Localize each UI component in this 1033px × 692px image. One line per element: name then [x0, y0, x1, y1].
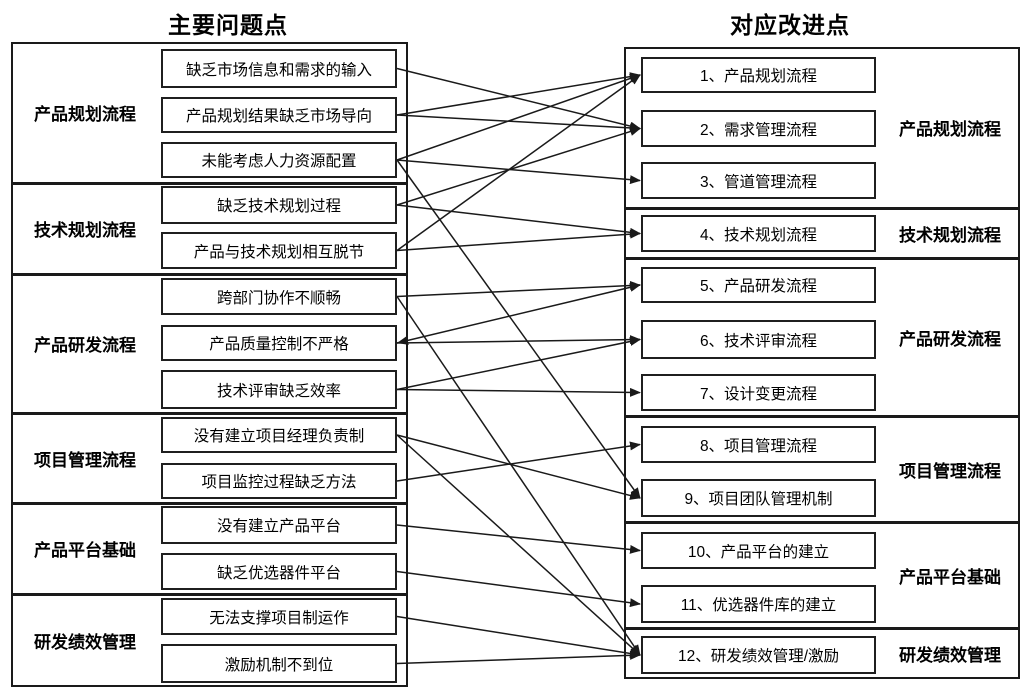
right-category-label: 技术规划流程 — [899, 225, 1001, 245]
problem-item-box: 缺乏优选器件平台 — [161, 553, 397, 590]
improvement-item-box: 4、技术规划流程 — [641, 215, 876, 252]
improvement-item-box: 11、优选器件库的建立 — [641, 585, 876, 623]
mapping-arrow — [396, 159, 641, 185]
mapping-arrow — [396, 296, 641, 656]
mapping-arrow — [396, 74, 641, 252]
left-section-divider — [11, 411, 408, 415]
improvement-item-box: 7、设计变更流程 — [641, 374, 876, 411]
improvement-item-box: 10、产品平台的建立 — [641, 532, 876, 569]
right-section-divider — [624, 206, 1020, 210]
mapping-arrow — [396, 280, 641, 298]
problem-item-box: 没有建立项目经理负责制 — [161, 417, 397, 453]
mapping-arrow — [396, 127, 641, 206]
mapping-arrow — [396, 229, 641, 252]
problem-item-box: 跨部门协作不顺畅 — [161, 278, 397, 315]
mapping-arrow — [396, 114, 641, 133]
problem-item-box: 产品规划结果缺乏市场导向 — [161, 97, 397, 133]
mapping-arrow — [396, 387, 641, 397]
problem-item-box: 项目监控过程缺乏方法 — [161, 463, 397, 499]
right-category-label: 产品平台基础 — [899, 567, 1001, 587]
right-category-label: 研发绩效管理 — [899, 646, 1001, 665]
left-column-title: 主要问题点 — [168, 12, 288, 38]
problem-item-box: 产品质量控制不严格 — [161, 325, 397, 361]
left-category-label: 产品研发流程 — [34, 336, 136, 355]
mapping-arrow — [396, 650, 641, 665]
mapping-arrow — [396, 204, 641, 237]
mapping-arrow — [396, 570, 641, 608]
left-section-divider — [11, 272, 408, 276]
mapping-arrow — [396, 441, 641, 482]
improvement-item-box: 5、产品研发流程 — [641, 267, 876, 303]
mapping-arrow — [396, 337, 641, 391]
right-section-divider — [624, 256, 1020, 260]
left-category-label: 产品平台基础 — [34, 541, 136, 560]
right-category-label: 项目管理流程 — [899, 461, 1001, 481]
right-column-title: 对应改进点 — [730, 12, 850, 38]
mapping-arrow — [396, 67, 641, 131]
mapping-arrow — [396, 615, 641, 658]
improvement-item-box: 9、项目团队管理机制 — [641, 479, 876, 517]
right-category-label: 产品规划流程 — [899, 120, 1001, 139]
problem-item-box: 没有建立产品平台 — [161, 506, 397, 544]
left-section-divider — [11, 592, 408, 596]
improvement-item-box: 6、技术评审流程 — [641, 320, 876, 359]
left-category-label: 研发绩效管理 — [34, 633, 136, 652]
problem-item-box: 未能考虑人力资源配置 — [161, 142, 397, 178]
right-section-divider — [624, 520, 1020, 524]
improvement-item-box: 1、产品规划流程 — [641, 57, 876, 93]
mapping-arrow — [396, 335, 641, 345]
problem-item-box: 激励机制不到位 — [161, 644, 397, 683]
mapping-arrow — [396, 434, 641, 500]
mapping-arrow — [396, 524, 641, 554]
problem-item-box: 缺乏技术规划过程 — [161, 186, 397, 224]
left-section-divider — [11, 181, 408, 185]
improvement-item-box: 2、需求管理流程 — [641, 110, 876, 147]
problem-item-box: 产品与技术规划相互脱节 — [161, 232, 397, 269]
left-category-label: 技术规划流程 — [34, 221, 136, 240]
right-section-divider — [624, 414, 1020, 418]
left-category-label: 产品规划流程 — [34, 105, 136, 124]
problem-item-box: 技术评审缺乏效率 — [161, 370, 397, 409]
improvement-item-box: 3、管道管理流程 — [641, 162, 876, 199]
problem-item-box: 无法支撑项目制运作 — [161, 598, 397, 635]
left-section-divider — [11, 501, 408, 505]
right-category-label: 产品研发流程 — [899, 329, 1001, 349]
left-category-label: 项目管理流程 — [34, 450, 136, 470]
improvement-item-box: 12、研发绩效管理/激励 — [641, 636, 876, 674]
mapping-arrow — [396, 72, 641, 116]
problem-item-box: 缺乏市场信息和需求的输入 — [161, 49, 397, 88]
mapping-arrow — [396, 159, 641, 499]
mapping-arrow — [396, 282, 641, 344]
improvement-item-box: 8、项目管理流程 — [641, 426, 876, 463]
mapping-arrow — [396, 434, 641, 656]
right-section-divider — [624, 626, 1020, 630]
mapping-arrow — [396, 74, 641, 161]
